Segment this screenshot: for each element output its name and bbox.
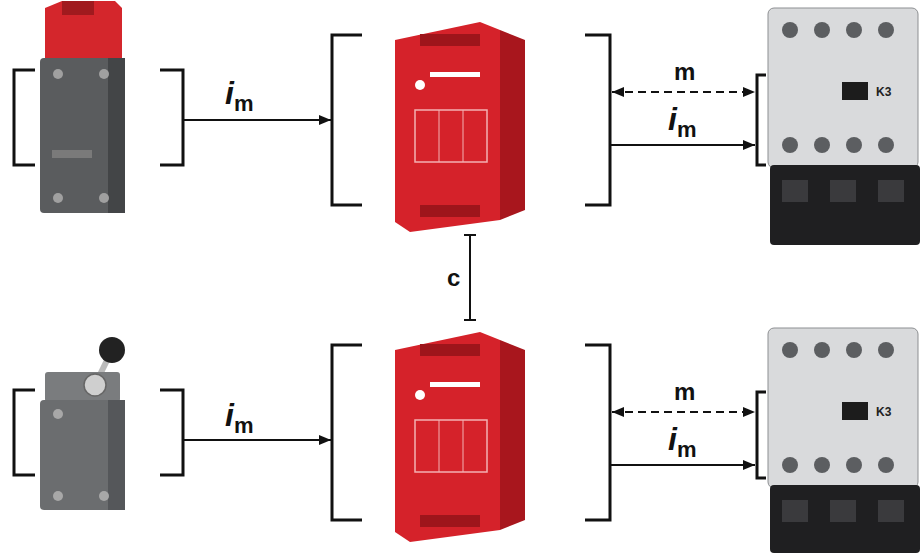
signal-name: im (668, 102, 696, 147)
safety-switch-illustration (40, 1, 125, 213)
cross-comparison-label: c (447, 264, 460, 292)
signal-name: im (668, 422, 696, 467)
cross-comparison-line (464, 235, 476, 320)
monitoring-label: m (674, 378, 695, 406)
limit-switch-illustration (40, 337, 125, 510)
signal-arrow (183, 92, 755, 465)
monitoring-label: m (674, 58, 695, 86)
signal-name: im (225, 398, 253, 443)
device-tag: K3 (876, 404, 891, 420)
safety-relay-illustration (395, 22, 525, 232)
bracket (14, 35, 766, 520)
contactor-illustration (768, 328, 920, 553)
signal-name: im (225, 76, 253, 121)
device-tag: K3 (876, 84, 891, 100)
contactor-illustration (768, 8, 920, 245)
safety-relay-illustration (395, 332, 525, 542)
